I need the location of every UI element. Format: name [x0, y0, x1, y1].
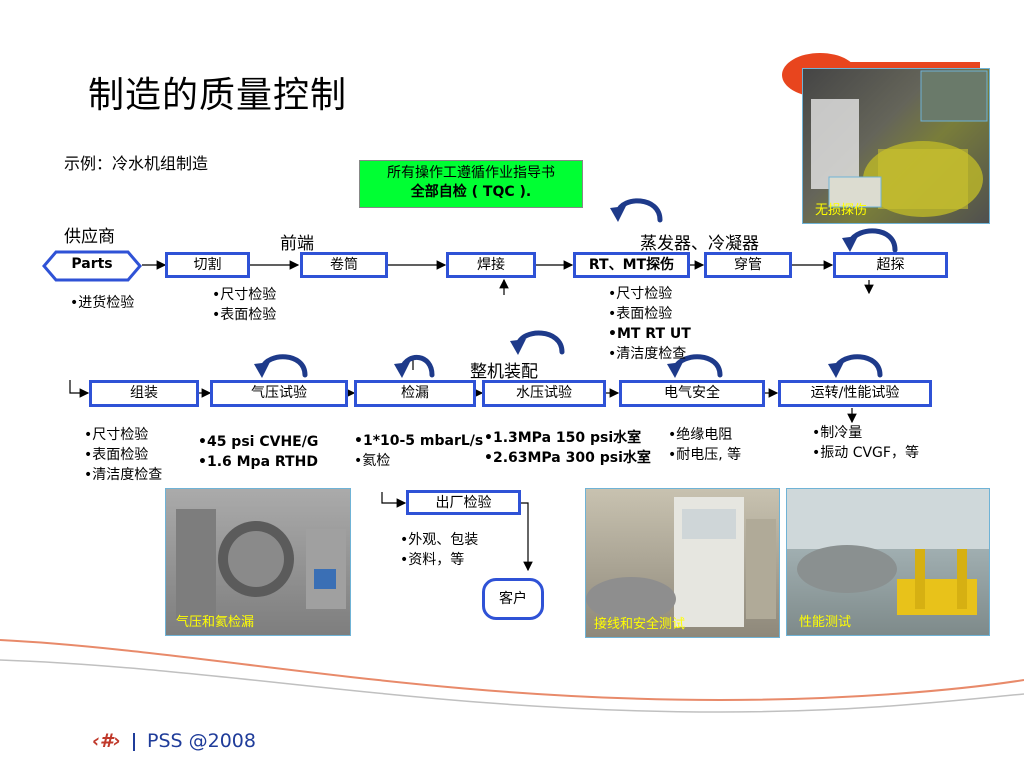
- step-hydro-test[interactable]: 水压试验: [482, 380, 606, 407]
- step-ultrasonic[interactable]: 超探: [833, 252, 948, 278]
- bullets-pressure: •45 psi CVHE/G•1.6 Mpa RTHD: [198, 434, 319, 470]
- bullets-incoming: •进货检验: [70, 295, 135, 311]
- step-assemble[interactable]: 组装: [89, 380, 199, 407]
- label-assembly: 整机装配: [470, 362, 538, 382]
- page-number: ‹#›: [92, 730, 121, 752]
- footer-text: PSS @2008: [146, 730, 256, 752]
- bullets-outgoing: •外观、包装•资料，等: [400, 532, 479, 568]
- bullets-hydro: •1.3MPa 150 psi水室•2.63MPa 300 psi水室: [484, 430, 651, 466]
- photo-leak-test: 气压和氦检漏: [165, 488, 351, 636]
- photo-wiring-test: 接线和安全测试: [585, 488, 780, 638]
- bullets-cut: •尺寸检验•表面检验: [212, 287, 277, 323]
- step-roll[interactable]: 卷筒: [300, 252, 388, 278]
- step-cut[interactable]: 切割: [165, 252, 250, 278]
- footer-divider: [132, 732, 135, 751]
- page-subtitle: 示例：冷水机组制造: [64, 154, 209, 173]
- step-electrical-safety[interactable]: 电气安全: [619, 380, 765, 407]
- label-supplier: 供应商: [64, 227, 115, 247]
- step-run-test[interactable]: 运转/性能试验: [778, 380, 932, 407]
- photo-wiring-caption: 接线和安全测试: [594, 617, 686, 632]
- label-evap-cond: 蒸发器、冷凝器: [640, 234, 759, 254]
- bullets-assemble: •尺寸检验•表面检验•清洁度检查: [84, 427, 163, 483]
- parts-node[interactable]: Parts: [42, 250, 142, 282]
- note-line-1: 所有操作工遵循作业指导书: [387, 165, 555, 181]
- bullets-leak: •1*10-5 mbarL/s•氦检: [354, 433, 484, 469]
- page-title: 制造的质量控制: [88, 75, 348, 116]
- note-line-2: 全部自检 ( TQC ).: [410, 184, 532, 200]
- step-rt-mt[interactable]: RT、MT探伤: [573, 252, 690, 278]
- bullets-run: •制冷量•振动 CVGF，等: [812, 425, 919, 461]
- bullets-electric: •绝缘电阻•耐电压, 等: [668, 427, 742, 463]
- step-weld[interactable]: 焊接: [446, 252, 536, 278]
- photo-performance-caption: 性能测试: [799, 615, 852, 630]
- photo-ndt-caption: 无损探伤: [815, 203, 868, 218]
- step-tube[interactable]: 穿管: [704, 252, 792, 278]
- tqc-note: 所有操作工遵循作业指导书 全部自检 ( TQC ).: [359, 160, 583, 208]
- photo-ndt: 无损探伤: [802, 68, 990, 224]
- step-pressure-test[interactable]: 气压试验: [210, 380, 348, 407]
- step-leak-check[interactable]: 检漏: [354, 380, 476, 407]
- customer-node[interactable]: 客户: [482, 578, 544, 620]
- parts-label: Parts: [71, 256, 113, 272]
- label-front-end: 前端: [280, 234, 314, 254]
- bullets-rt-mt: •尺寸检验•表面检验•MT RT UT•清洁度检查: [608, 286, 691, 362]
- photo-performance-test: 性能测试: [786, 488, 990, 636]
- footer: ‹#› PSS @2008: [92, 730, 256, 752]
- photo-leak-caption: 气压和氦检漏: [176, 615, 255, 630]
- step-outgoing-inspection[interactable]: 出厂检验: [406, 490, 521, 515]
